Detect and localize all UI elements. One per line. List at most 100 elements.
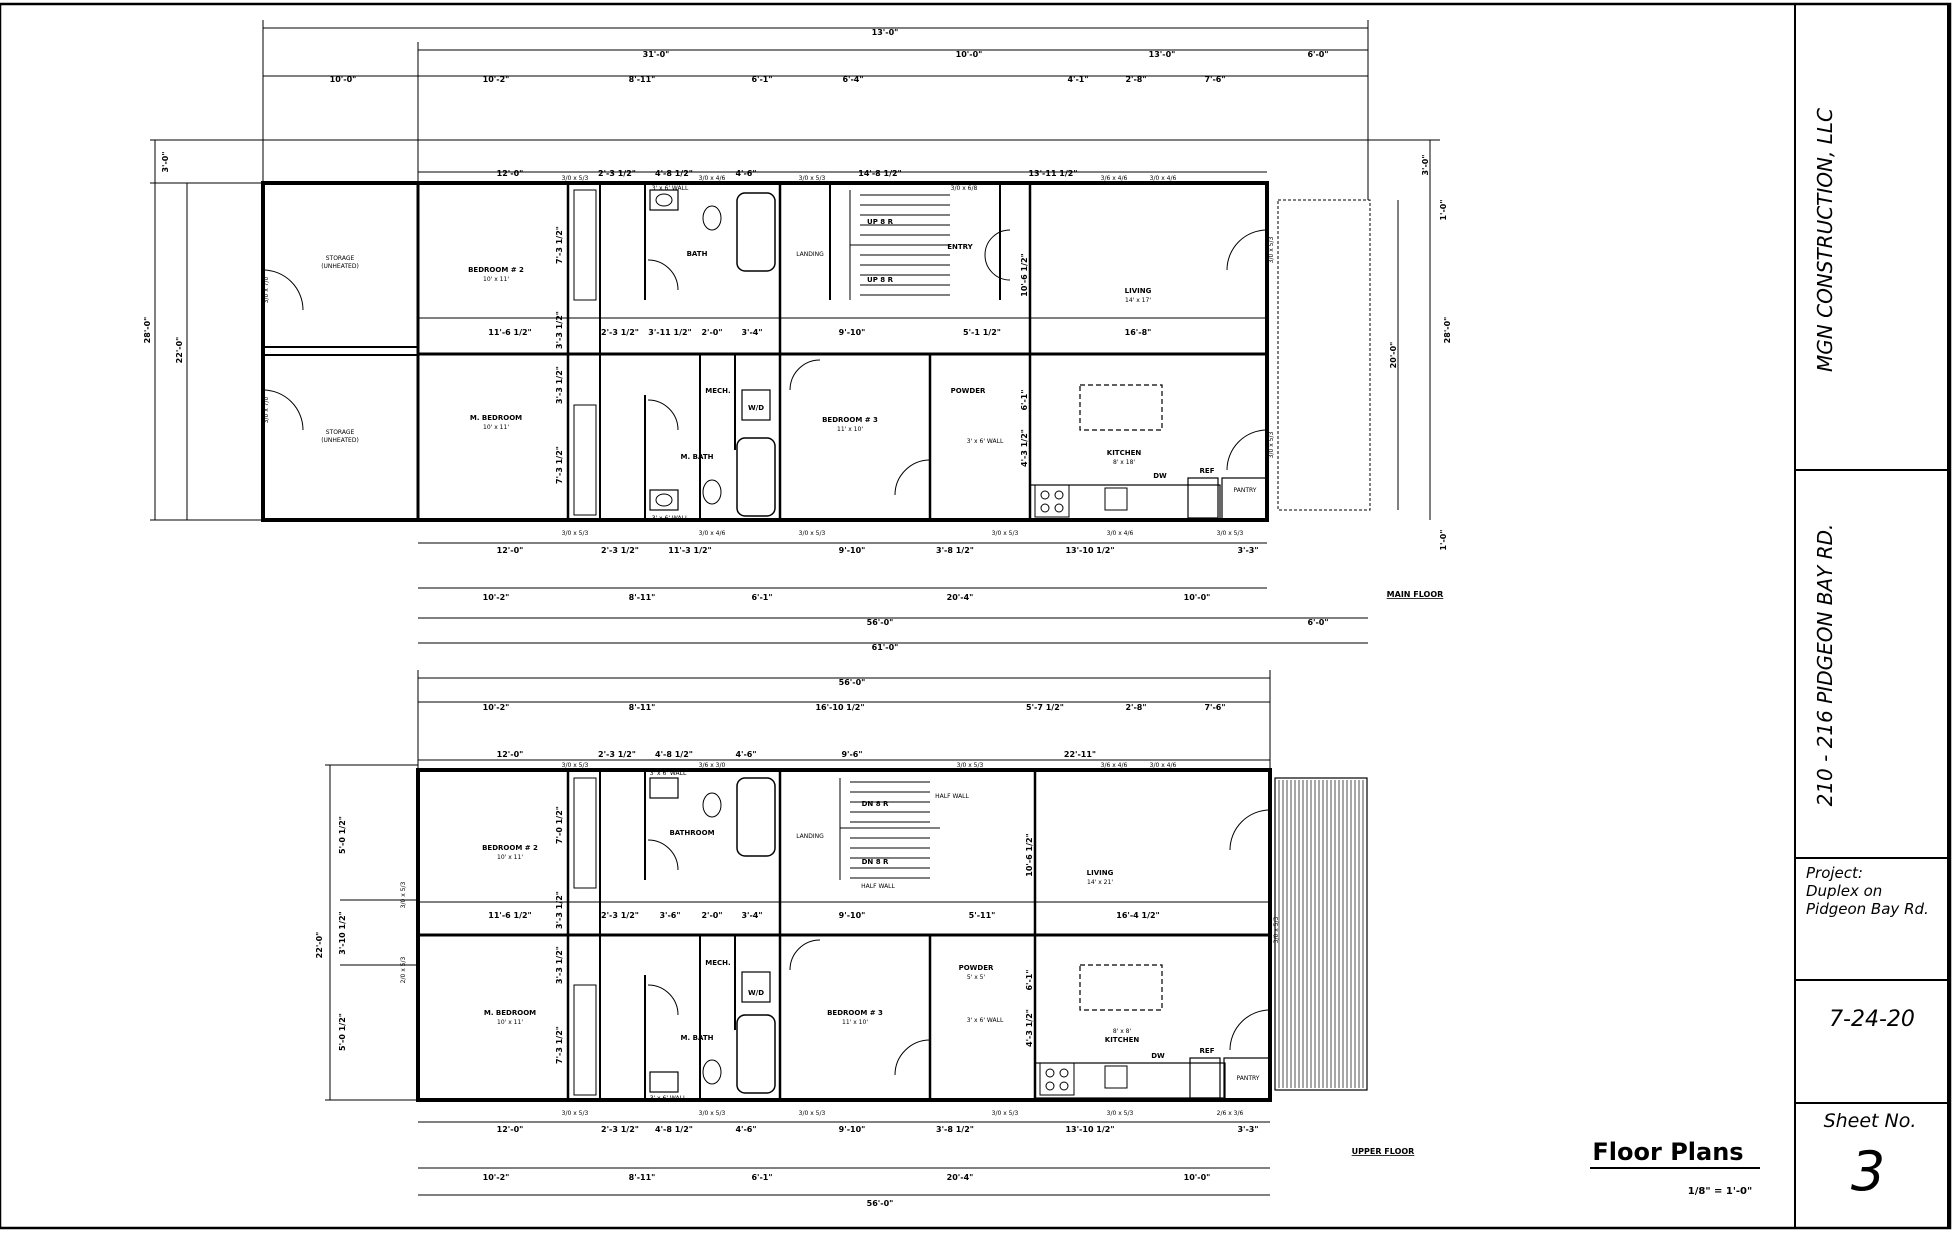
deck-hatch xyxy=(1274,777,1368,1091)
main-room-label: PANTRY xyxy=(1234,487,1257,494)
wall-tag: 3' x 6' WALL xyxy=(967,1017,1004,1024)
window-tag: 3/0 x 5/3 xyxy=(562,530,589,537)
dim-text: 2'-3 1/2" xyxy=(601,911,639,920)
upper-room-sub: 10' x 11' xyxy=(497,854,523,861)
dim-text: 3'-8 1/2" xyxy=(936,1125,974,1134)
window-tag: 3/0 x 4/6 xyxy=(1150,175,1177,182)
window-tag: 3/0 x 6/8 xyxy=(951,185,978,192)
dim-text: 6'-0" xyxy=(1307,50,1328,59)
dim-text: 5'-7 1/2" xyxy=(1026,703,1064,712)
dim-text: 3'-3 1/2" xyxy=(555,366,564,404)
upper-room-label: HALF WALL xyxy=(935,793,969,800)
window-tag: 3/0 x 5/3 xyxy=(1273,916,1280,943)
dim-text: 9'-10" xyxy=(839,328,866,337)
window-tag: 3/6 x 4/6 xyxy=(1101,175,1128,182)
dim-text: 3'-4" xyxy=(741,328,762,337)
dim-text: 11'-6 1/2" xyxy=(488,328,531,337)
dim-text: 10'-6 1/2" xyxy=(1025,833,1034,876)
dim-text: 13'-10 1/2" xyxy=(1065,1125,1114,1134)
upper-floor-plan xyxy=(325,670,1368,1196)
dim-text: 13'-10 1/2" xyxy=(1065,546,1114,555)
dim-text: 4'-6" xyxy=(735,750,756,759)
dim-text: 8'-11" xyxy=(629,703,656,712)
dim-text: 7'-0 1/2" xyxy=(555,806,564,844)
dim-text: 10'-0" xyxy=(956,50,983,59)
window-tag: 3/0 x 4/6 xyxy=(699,175,726,182)
wall-tag: 3' x 6' WALL xyxy=(650,1095,687,1102)
dim-text: 14'-8 1/2" xyxy=(858,169,901,178)
dim-text: 12'-0" xyxy=(497,169,524,178)
dim-text: 3'-3 1/2" xyxy=(555,311,564,349)
main-room-sub: 14' x 17' xyxy=(1125,297,1151,304)
dim-text: 1'-0" xyxy=(1439,529,1448,550)
upper-room-label: LANDING xyxy=(796,833,824,840)
dim-text: 8'-11" xyxy=(629,593,656,602)
upper-room-label: PANTRY xyxy=(1237,1075,1260,1082)
window-tag: 2/6 x 3/6 xyxy=(1217,1110,1244,1117)
main-room-label: ENTRY xyxy=(947,243,973,251)
window-tag: 3/0 x 5/3 xyxy=(1107,1110,1134,1117)
drawing-title: Floor Plans xyxy=(1592,1138,1743,1166)
window-tag: 3/0 x 5/3 xyxy=(699,1110,726,1117)
wall-tag: 3' x 6' WALL xyxy=(652,515,689,522)
main-room-label: POWDER xyxy=(951,387,986,395)
dim-text: 10'-2" xyxy=(483,593,510,602)
dim-text: 4'-3 1/2" xyxy=(1020,429,1029,467)
dim-text: 2'-3 1/2" xyxy=(598,169,636,178)
wall-tag: 3' x 6' WALL xyxy=(652,185,689,192)
dim-text: 9'-10" xyxy=(839,546,866,555)
sheet-no-label: Sheet No. xyxy=(1824,1110,1917,1132)
dim-text: 12'-0" xyxy=(497,1125,524,1134)
window-tag: 3/0 x 5/3 xyxy=(1268,236,1275,263)
main-room-label: UP 8 R xyxy=(867,276,894,284)
main-room-label: UP 8 R xyxy=(867,218,894,226)
upper-room-label: BEDROOM # 3 xyxy=(827,1009,883,1017)
upper-floor-title: UPPER FLOOR xyxy=(1352,1147,1415,1156)
dim-text: 3'-3" xyxy=(1237,546,1258,555)
dim-text: 5'-0 1/2" xyxy=(338,1013,347,1051)
dim-text: 6'-1" xyxy=(1025,969,1034,990)
dim-text: 4'-6" xyxy=(735,1125,756,1134)
dim-text: 3'-0" xyxy=(1421,154,1430,175)
main-room-sub: (UNHEATED) xyxy=(321,263,359,270)
window-tag: 3/0 x 4/6 xyxy=(699,530,726,537)
main-room-label: LANDING xyxy=(796,251,824,258)
dim-text: 13'-0" xyxy=(872,28,899,37)
sheet-date: 7-24-20 xyxy=(1829,1007,1915,1032)
dim-text: 13'-0" xyxy=(1149,50,1176,59)
window-tag: 3/0 x 5/3 xyxy=(992,530,1019,537)
upper-room-label: POWDER xyxy=(959,964,994,972)
dim-text: 2'-0" xyxy=(701,911,722,920)
dim-text: 6'-1" xyxy=(751,1173,772,1182)
project-line-2: Duplex on xyxy=(1806,882,1882,900)
dim-text: 4'-8 1/2" xyxy=(655,169,693,178)
upper-room-label: HALF WALL xyxy=(861,883,895,890)
dim-text: 13'-11 1/2" xyxy=(1028,169,1077,178)
dim-text: 16'-8" xyxy=(1125,328,1152,337)
dim-text: 10'-0" xyxy=(1184,1173,1211,1182)
upper-floor-labels: BEDROOM # 2 10' x 11' M. BEDROOM 10' x 1… xyxy=(315,678,1414,1208)
company-name: MGN CONSTRUCTION, LLC xyxy=(1813,108,1837,372)
main-room-label: LIVING xyxy=(1125,287,1152,295)
title-block: MGN CONSTRUCTION, LLC 210 - 216 PIDGEON … xyxy=(1794,4,1949,1228)
dim-text: 3'-8 1/2" xyxy=(936,546,974,555)
dim-text: 7'-3 1/2" xyxy=(555,226,564,264)
dim-text: 5'-1 1/2" xyxy=(963,328,1001,337)
dim-text: 2'-3 1/2" xyxy=(601,546,639,555)
upper-room-label: M. BEDROOM xyxy=(484,1009,536,1017)
dim-text: 20'-0" xyxy=(1389,342,1398,369)
main-room-label: STORAGE xyxy=(326,255,355,262)
dim-text: 5'-11" xyxy=(969,911,996,920)
dim-text: 20'-4" xyxy=(947,593,974,602)
dim-text: 10'-0" xyxy=(1184,593,1211,602)
dim-text: 4'-8 1/2" xyxy=(655,1125,693,1134)
dim-text: 22'-0" xyxy=(175,337,184,364)
wall-tag: 3' x 6' WALL xyxy=(967,438,1004,445)
upper-room-label: BEDROOM # 2 xyxy=(482,844,538,852)
main-room-sub: 10' x 11' xyxy=(483,424,509,431)
main-room-sub: (UNHEATED) xyxy=(321,437,359,444)
window-tag: 3/0 x 4/6 xyxy=(1107,530,1134,537)
dim-text: 3'-3" xyxy=(1237,1125,1258,1134)
upper-room-sub: 10' x 11' xyxy=(497,1019,523,1026)
dim-text: 10'-2" xyxy=(483,1173,510,1182)
